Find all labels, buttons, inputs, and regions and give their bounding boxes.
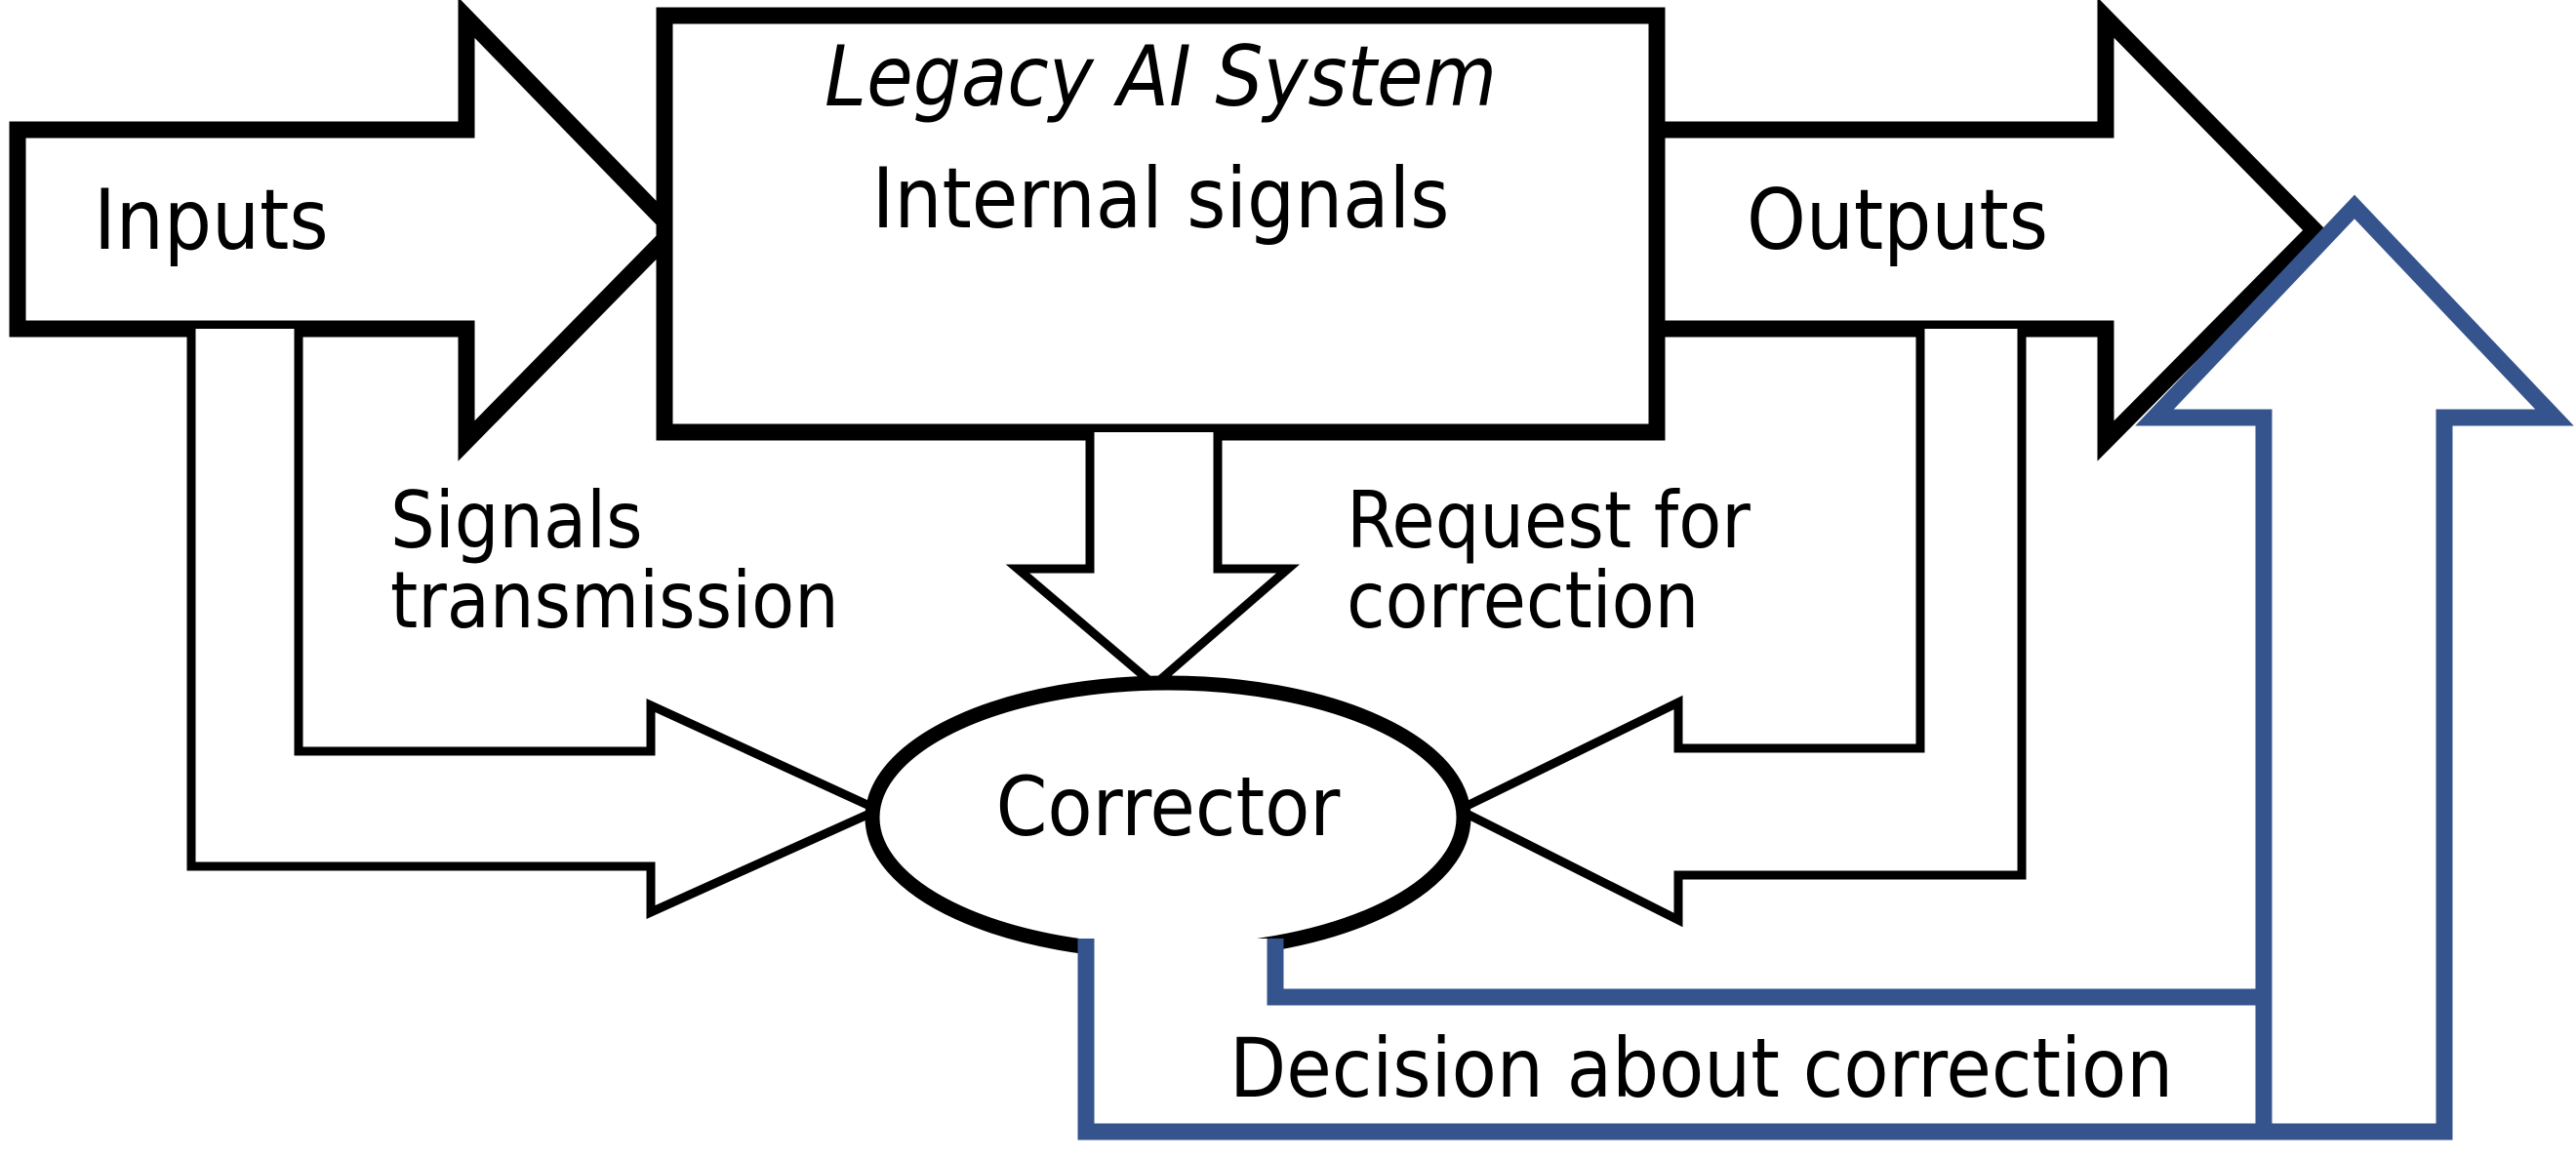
outputs-arrow-shape[interactable] (1648, 0, 2326, 461)
signals-transmission-line1: Signals (390, 475, 643, 566)
corrector-label: Corrector (995, 759, 1341, 855)
outputs-label: Outputs (1747, 172, 2049, 269)
request-for-correction-line1: Request for (1347, 475, 1751, 566)
signals-transmission-label: Signals transmission (390, 481, 839, 640)
internal-signals-label: Internal signals (871, 150, 1450, 248)
decision-about-correction-label: Decision about correction (1229, 1020, 2174, 1116)
inputs-arrow-shape[interactable] (9, 0, 685, 461)
blue-up-arrow-shape[interactable] (2135, 194, 2574, 1140)
request-for-correction-line2: correction (1347, 554, 1700, 646)
inputs-label: Inputs (94, 172, 329, 269)
signals-transmission-line2: transmission (390, 554, 839, 646)
request-for-correction-label: Request for correction (1347, 481, 1751, 640)
legacy-ai-system-title: Legacy AI System (825, 28, 1497, 126)
internal-signals-down-arrow (1005, 432, 1301, 691)
